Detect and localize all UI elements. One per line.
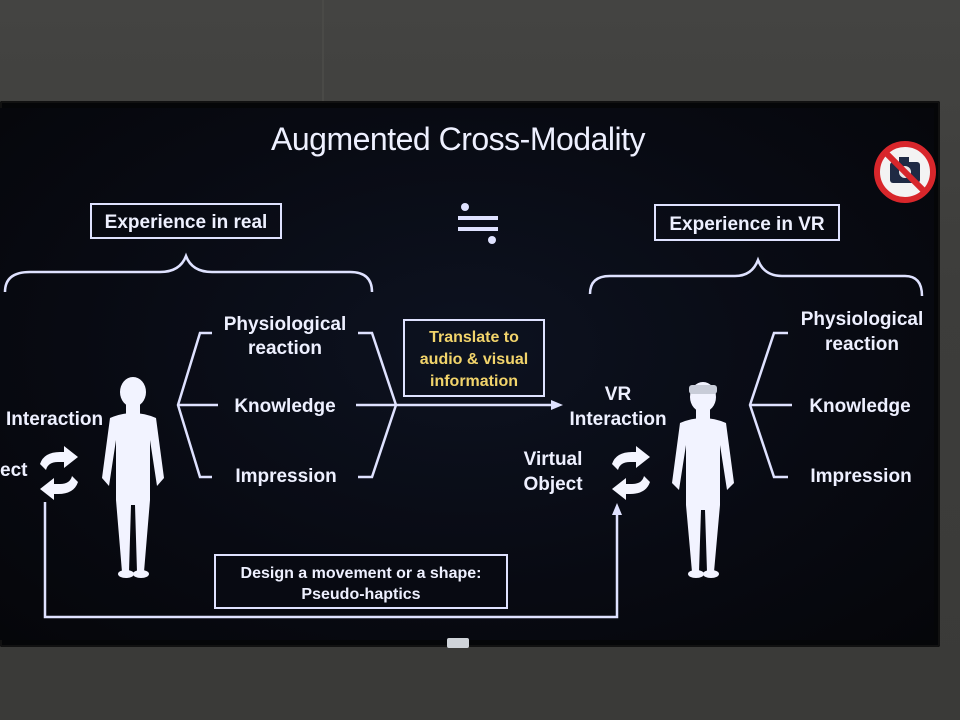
- right-branch-lines: [748, 331, 792, 479]
- experience-real-label: Experience in real: [105, 212, 268, 233]
- left-human-figure: [102, 377, 164, 578]
- left-impression: Impression: [235, 466, 336, 487]
- loop-arrow-head: [612, 503, 622, 515]
- right-physiological-line1: Physiological: [801, 309, 923, 330]
- tv-indicator: [447, 638, 469, 648]
- translate-line3: information: [430, 373, 518, 390]
- right-knowledge: Knowledge: [809, 396, 910, 417]
- no-photography-icon: [874, 141, 936, 203]
- left-object-label: ect: [0, 460, 28, 481]
- virtual-object-line1: Virtual: [524, 449, 583, 470]
- left-physiological-line2: reaction: [248, 338, 322, 359]
- design-line2: Pseudo-haptics: [301, 586, 420, 603]
- vr-interaction-line2: Interaction: [569, 409, 666, 430]
- virtual-object-line2: Object: [523, 474, 583, 495]
- right-impression: Impression: [810, 466, 911, 487]
- presentation-slide: [0, 108, 934, 640]
- experience-vr-box: [654, 204, 840, 241]
- slide-title: Augmented Cross-Modality: [271, 121, 645, 157]
- right-human-figure: [672, 382, 734, 578]
- design-line1: Design a movement or a shape:: [241, 565, 482, 582]
- pseudo-haptics-loop-line: [43, 502, 619, 619]
- experience-vr-label: Experience in VR: [669, 214, 825, 235]
- wall-seam: [322, 0, 324, 110]
- left-physiological-line1: Physiological: [224, 314, 346, 335]
- left-cycle-arrows-icon: [40, 446, 78, 500]
- vr-interaction-line1: VR: [605, 384, 632, 405]
- left-curly-brace: [3, 252, 374, 293]
- translate-box: [403, 319, 545, 397]
- translate-line1: Translate to: [429, 329, 519, 346]
- knowledge-arrow-head: [551, 400, 563, 410]
- left-branch-lines: [176, 331, 555, 479]
- left-interaction-label: Interaction: [6, 409, 103, 430]
- translate-line2: audio & visual: [420, 351, 528, 368]
- right-physiological-line2: reaction: [825, 334, 899, 355]
- experience-real-box: [90, 203, 282, 239]
- right-cycle-arrows-icon: [612, 446, 650, 500]
- left-knowledge: Knowledge: [234, 396, 335, 417]
- design-box: [214, 554, 508, 609]
- right-curly-brace: [588, 256, 924, 297]
- approximately-equal-icon: [458, 203, 498, 244]
